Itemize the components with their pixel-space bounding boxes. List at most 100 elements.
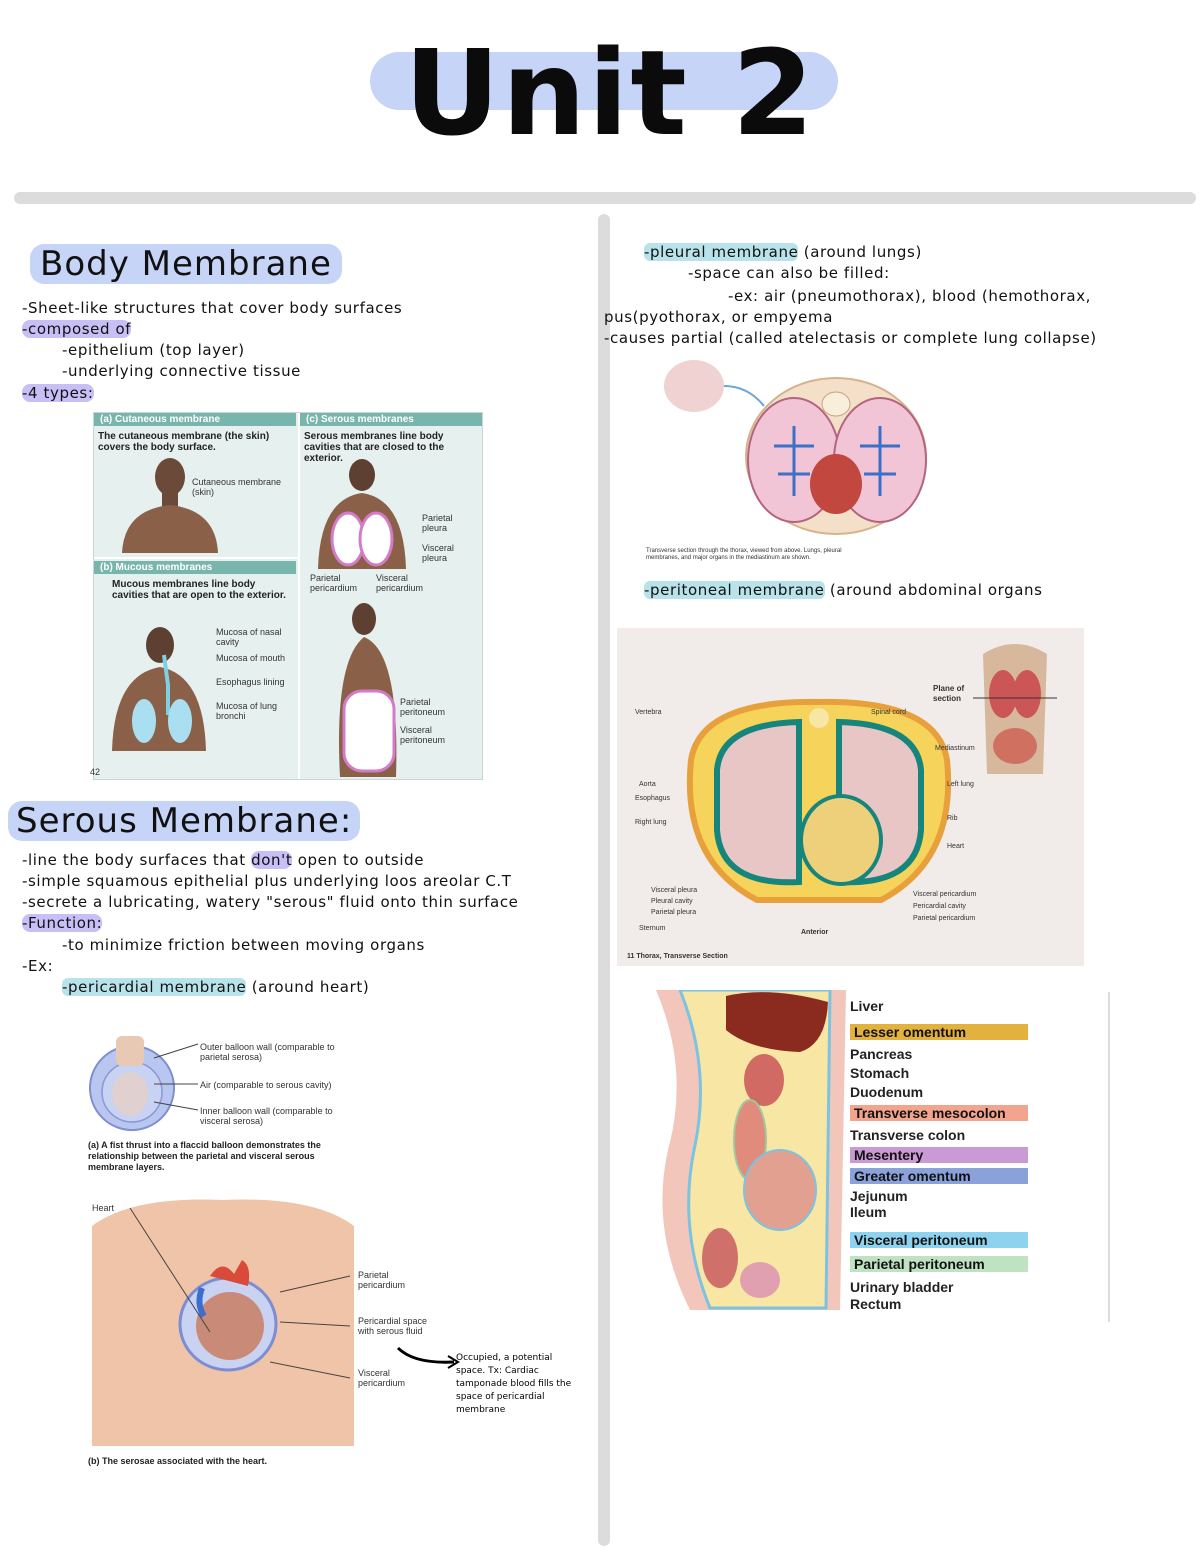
balloon-label-1: Outer balloon wall (comparable to pariet…: [200, 1042, 335, 1062]
peri-label: Ileum: [850, 1204, 887, 1220]
photo-label-left: Vertebra: [635, 709, 662, 716]
peri-label: Duodenum: [850, 1084, 924, 1100]
balloon-fist-icon: [89, 1036, 175, 1131]
photo-label-left: Right lung: [635, 819, 667, 826]
serous-thorax-icon: [318, 459, 406, 569]
handwritten-note: Occupied, a potential space. Tx: Cardiac…: [456, 1353, 572, 1415]
text-line: -secrete a lubricating, watery "serous" …: [22, 893, 519, 911]
balloon-label-2: Air (comparable to serous cavity): [200, 1080, 332, 1090]
photo-label-left: Parietal pleura: [651, 909, 697, 916]
panel-a-title: (a) Cutaneous membrane: [94, 413, 296, 426]
horizontal-divider: [14, 192, 1196, 204]
peri-tag: Mesentery: [850, 1147, 1028, 1163]
membrane-types-figure: (a) Cutaneous membrane The cutaneous mem…: [90, 412, 483, 780]
serous-membrane-heading: Serous Membrane:: [8, 801, 361, 841]
thorax-section-diagram-icon: [664, 360, 927, 535]
thorax-photo: Plane of section Vertebra Aorta Esophagu…: [617, 628, 1084, 966]
photo-label-right: Left lung: [947, 781, 974, 788]
mucous-label-4: Mucosa of lung bronchi: [216, 701, 278, 721]
panel-c-title: (c) Serous membranes: [300, 413, 482, 426]
serous-label-6: Visceral peritoneum: [400, 725, 446, 745]
peri-label: Jejunum: [850, 1188, 908, 1204]
heart-caption: (b) The serosae associated with the hear…: [88, 1456, 268, 1466]
text-line: -epithelium (top layer): [62, 341, 245, 359]
plane-of-section-label: Plane of section: [933, 684, 965, 703]
torso-plane-icon: [973, 644, 1057, 774]
text-line: -Ex:: [22, 957, 54, 975]
figure-border: [1108, 992, 1110, 1322]
mucous-label-1: Mucosa of nasal cavity: [216, 627, 282, 647]
balloon-leader-lines: [153, 1043, 199, 1111]
serous-abdomen-icon: [339, 603, 397, 777]
panel-b-caption: Mucous membranes line body cavities that…: [112, 579, 286, 601]
peri-label: Urinary bladder: [850, 1279, 954, 1295]
photo-label-left: Esophagus: [635, 795, 671, 802]
heart-label-parietal: Parietal pericardium: [358, 1270, 406, 1290]
balloon-label-3: Inner balloon wall (comparable to viscer…: [200, 1106, 333, 1126]
peri-label: Transverse colon: [850, 1127, 966, 1143]
chest-heart-icon: [92, 1199, 354, 1446]
photo-label-left: Visceral pleura: [651, 887, 698, 894]
peri-tag: Greater omentum: [850, 1168, 1028, 1184]
body-membrane-heading: Body Membrane: [30, 244, 342, 284]
photo-label-right: Mediastinum: [935, 745, 975, 752]
cutaneous-figure-icon: [122, 458, 218, 553]
panel-divider: [94, 557, 298, 559]
cutaneous-label: Cutaneous membrane (skin): [192, 477, 282, 497]
text-line: -ex: air (pneumothorax), blood (hemothor…: [728, 287, 1092, 305]
photo-label-left: Sternum: [639, 925, 666, 932]
photo-label-right: Parietal pericardium: [913, 915, 976, 922]
photo-label-left: Pleural cavity: [651, 898, 693, 905]
peri-tag: Parietal peritoneum: [850, 1256, 1028, 1272]
arrow-icon: [396, 1346, 460, 1369]
vertical-divider: [598, 214, 610, 1546]
peritoneal-highlight: -peritoneal membrane: [644, 581, 825, 599]
panel-c-caption: Serous membranes line body cavities that…: [304, 431, 445, 464]
text-line: -causes partial (called atelectasis or c…: [604, 329, 1097, 347]
panel-divider: [298, 413, 300, 779]
heart-leader-lines: [129, 1207, 351, 1379]
peri-label: Rectum: [850, 1296, 902, 1312]
mucous-figure-icon: [112, 627, 206, 751]
text-line: -simple squamous epithelial plus underly…: [22, 872, 512, 890]
peri-tag: Lesser omentum: [850, 1024, 1028, 1040]
dont-highlight: don't: [251, 851, 293, 869]
four-types-highlight: -4 types:: [22, 384, 94, 402]
balloon-caption: (a) A fist thrust into a flaccid balloon…: [88, 1140, 321, 1172]
serous-label-1: Parietal pleura: [422, 513, 453, 533]
peritoneum-sagittal-icon: [656, 990, 846, 1310]
text-line: -to minimize friction between moving org…: [62, 936, 425, 954]
pericardial-highlight: -pericardial membrane: [62, 978, 247, 996]
photo-label-right: Spinal cord: [871, 709, 907, 716]
serous-label-4: Visceral pericardium: [376, 573, 424, 593]
serous-label-2: Visceral pleura: [422, 543, 454, 563]
peri-tag: Visceral peritoneum: [850, 1232, 1028, 1248]
peri-label: Stomach: [850, 1065, 910, 1081]
page-title: Unit 2: [404, 24, 816, 162]
panel-b-title: (b) Mucous membranes: [94, 561, 296, 574]
panel-a-caption: The cutaneous membrane (the skin) covers…: [98, 431, 270, 453]
text-line: -line the body surfaces that don't open …: [22, 851, 425, 869]
thorax-caption: Transverse section through the thorax, v…: [646, 548, 842, 561]
serous-label-5: Parietal peritoneum: [400, 697, 446, 717]
serous-label-3: Parietal pericardium: [310, 573, 358, 593]
peri-label: Liver: [850, 998, 884, 1014]
figure-page-number: 42: [90, 767, 101, 777]
text-line: pus(pyothorax, or empyema: [604, 308, 833, 326]
photo-label-right: Pericardial cavity: [913, 903, 966, 910]
text-line: -Sheet-like structures that cover body s…: [22, 299, 403, 317]
function-highlight: -Function:: [22, 914, 103, 932]
peri-tag: Transverse mesocolon: [850, 1105, 1028, 1121]
peri-label: Pancreas: [850, 1046, 913, 1062]
text-line: -space can also be filled:: [688, 264, 890, 282]
thorax-photo-section-icon: [686, 698, 952, 903]
text-line: -underlying connective tissue: [62, 362, 302, 380]
photo-label-right: Heart: [947, 843, 965, 850]
pleural-highlight: -pleural membrane: [644, 243, 799, 261]
heart-label: Heart: [92, 1203, 115, 1213]
heart-label-space: Pericardial space with serous fluid: [358, 1316, 428, 1336]
anterior-label: Anterior: [801, 929, 829, 936]
plate-label: 11 Thorax, Transverse Section: [627, 953, 728, 960]
heart-label-visceral: Visceral pericardium: [358, 1368, 406, 1388]
photo-label-right: Rib: [947, 815, 958, 822]
